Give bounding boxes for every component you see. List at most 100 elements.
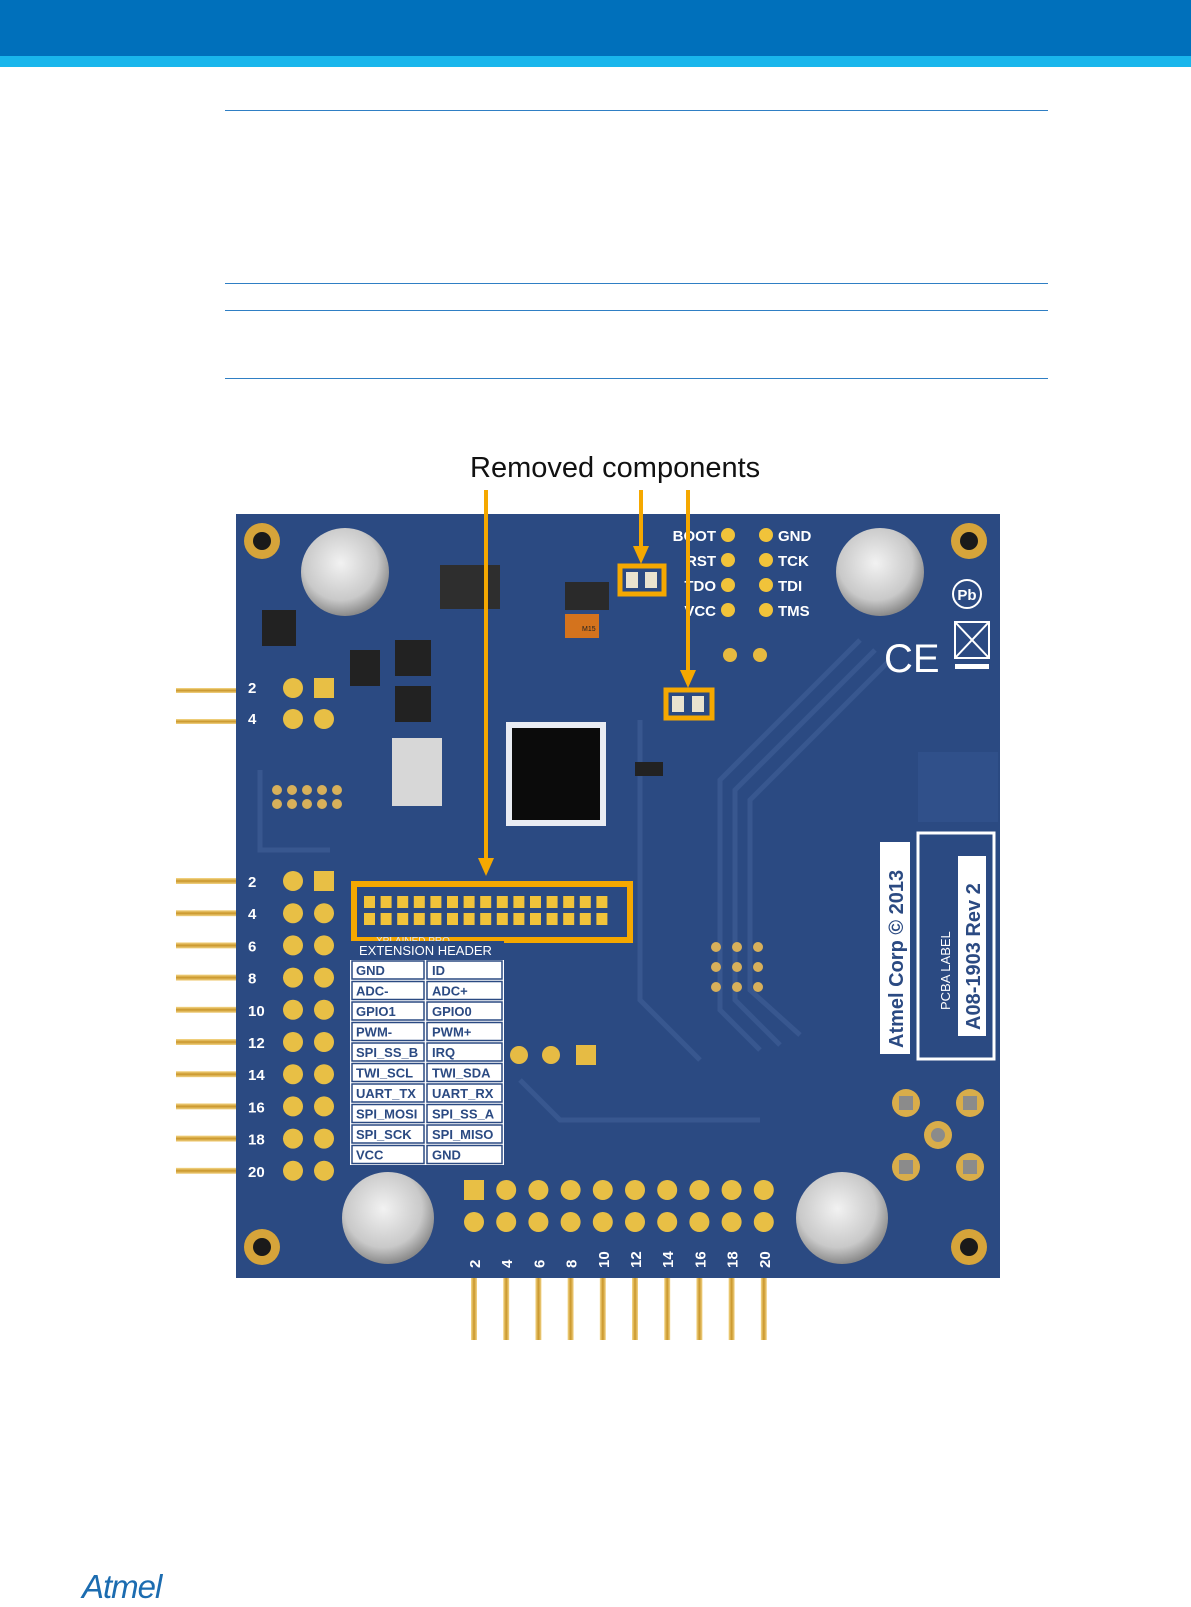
connector-pad [596, 896, 608, 908]
signal-name: ADC- [356, 984, 389, 999]
removed-components-callout: Removed components [470, 452, 761, 484]
header-pin [471, 1270, 477, 1340]
header-pad [657, 1180, 678, 1200]
table-cell [426, 1001, 503, 1021]
connector-pad [480, 913, 492, 925]
connector-pad [546, 896, 558, 908]
header-pin [176, 878, 238, 884]
header-pad [753, 1180, 774, 1200]
signal-name: GND [356, 963, 385, 978]
removed-connector-highlight [351, 881, 633, 943]
pin-number: 18 [725, 1251, 742, 1268]
pin-number: 14 [660, 1251, 677, 1268]
signal-name: GPIO0 [432, 1004, 472, 1019]
pcba-id: A08-1903 Rev 2 [963, 883, 985, 1030]
pin-number: 10 [596, 1251, 613, 1268]
header-pad [283, 1096, 303, 1117]
divider-rule [225, 110, 1048, 111]
table-cell [426, 1083, 503, 1103]
pin-number: 6 [531, 1260, 548, 1268]
header-pin [176, 1103, 238, 1110]
connector-pad [530, 913, 541, 925]
top-left-header: 2 4 [248, 678, 334, 729]
pin-number: 20 [248, 1164, 265, 1181]
connector-pad [563, 913, 575, 925]
table-cell [426, 1103, 503, 1124]
pcb-traces [257, 638, 892, 1123]
signal-name: SPI_SCK [356, 1127, 412, 1142]
header-pad [314, 1128, 334, 1149]
pin-number: 4 [248, 906, 257, 923]
debug-label: TMS [778, 603, 810, 620]
header-pad [560, 1180, 581, 1200]
header-pad [496, 1212, 517, 1232]
compliance-marks: Pb CE [884, 579, 990, 681]
pin-number: 2 [248, 874, 256, 891]
header-pad [314, 871, 334, 891]
pin-number: 6 [248, 938, 256, 955]
table-cell [426, 1124, 503, 1144]
bottom-header-pins [471, 1270, 767, 1340]
header-pad [464, 1212, 484, 1232]
signal-name: TWI_SCL [356, 1066, 413, 1081]
connector-pad [397, 913, 409, 925]
connector-pad [563, 896, 575, 908]
header-pad [283, 967, 303, 988]
table-cell [351, 1144, 425, 1165]
connector-pad [430, 896, 442, 908]
table-cell [426, 960, 503, 980]
debug-header: BOOT RST TDO VCC GND TCK TDI TMS [673, 528, 812, 662]
right-pads [892, 1089, 984, 1181]
header-pin [599, 1270, 606, 1340]
connector-pad [480, 896, 492, 908]
debug-label: TDI [778, 578, 802, 595]
connector-pad [397, 896, 409, 908]
header-pad [283, 1128, 303, 1149]
signal-name: SPI_SS_A [432, 1107, 495, 1122]
header-pin [176, 1071, 238, 1078]
connector-pad [496, 913, 508, 925]
signal-name: SPI_SS_B [356, 1045, 418, 1060]
svg-text:M15: M15 [582, 626, 596, 633]
signal-name: IRQ [432, 1045, 455, 1060]
top-banner [0, 0, 1191, 56]
pin-number: 8 [564, 1260, 581, 1268]
header-pad [689, 1212, 710, 1232]
via-cluster [272, 785, 763, 992]
header-pad [314, 1064, 334, 1085]
connector-pad [447, 913, 458, 925]
components: M15 [262, 565, 663, 826]
pin-number: 12 [248, 1035, 265, 1052]
pin-number: 12 [628, 1251, 645, 1268]
connector-pad [546, 913, 558, 925]
table-cell [426, 1144, 503, 1165]
extension-header-title: EXTENSION HEADER [359, 943, 492, 958]
header-pad [625, 1212, 645, 1232]
header-pad [753, 1212, 774, 1232]
debug-label: TDO [684, 578, 716, 595]
header-pad [283, 1064, 303, 1085]
header-pad [314, 1032, 334, 1052]
table-cell [351, 960, 425, 980]
divider-rule [225, 378, 1048, 379]
pin-number: 4 [499, 1259, 516, 1268]
header-pin [664, 1270, 671, 1340]
atmel-logo: Atmel [82, 1568, 162, 1605]
table-cell [351, 1124, 425, 1144]
connector-pad [596, 913, 608, 925]
removed-components-markers [478, 490, 715, 876]
signal-name: UART_TX [356, 1086, 416, 1101]
mounting-holes [244, 523, 987, 1265]
table-cell [351, 1001, 425, 1021]
signal-name: GPIO1 [356, 1004, 396, 1019]
pb-mark: Pb [957, 587, 976, 604]
pin-number: 4 [248, 711, 257, 728]
header-pin [176, 1006, 238, 1013]
header-pad [283, 1032, 303, 1052]
signal-name: UART_RX [432, 1086, 494, 1101]
pcba-label-area: Atmel Corp © 2013 PCBA LABEL A08-1903 Re… [880, 831, 996, 1061]
